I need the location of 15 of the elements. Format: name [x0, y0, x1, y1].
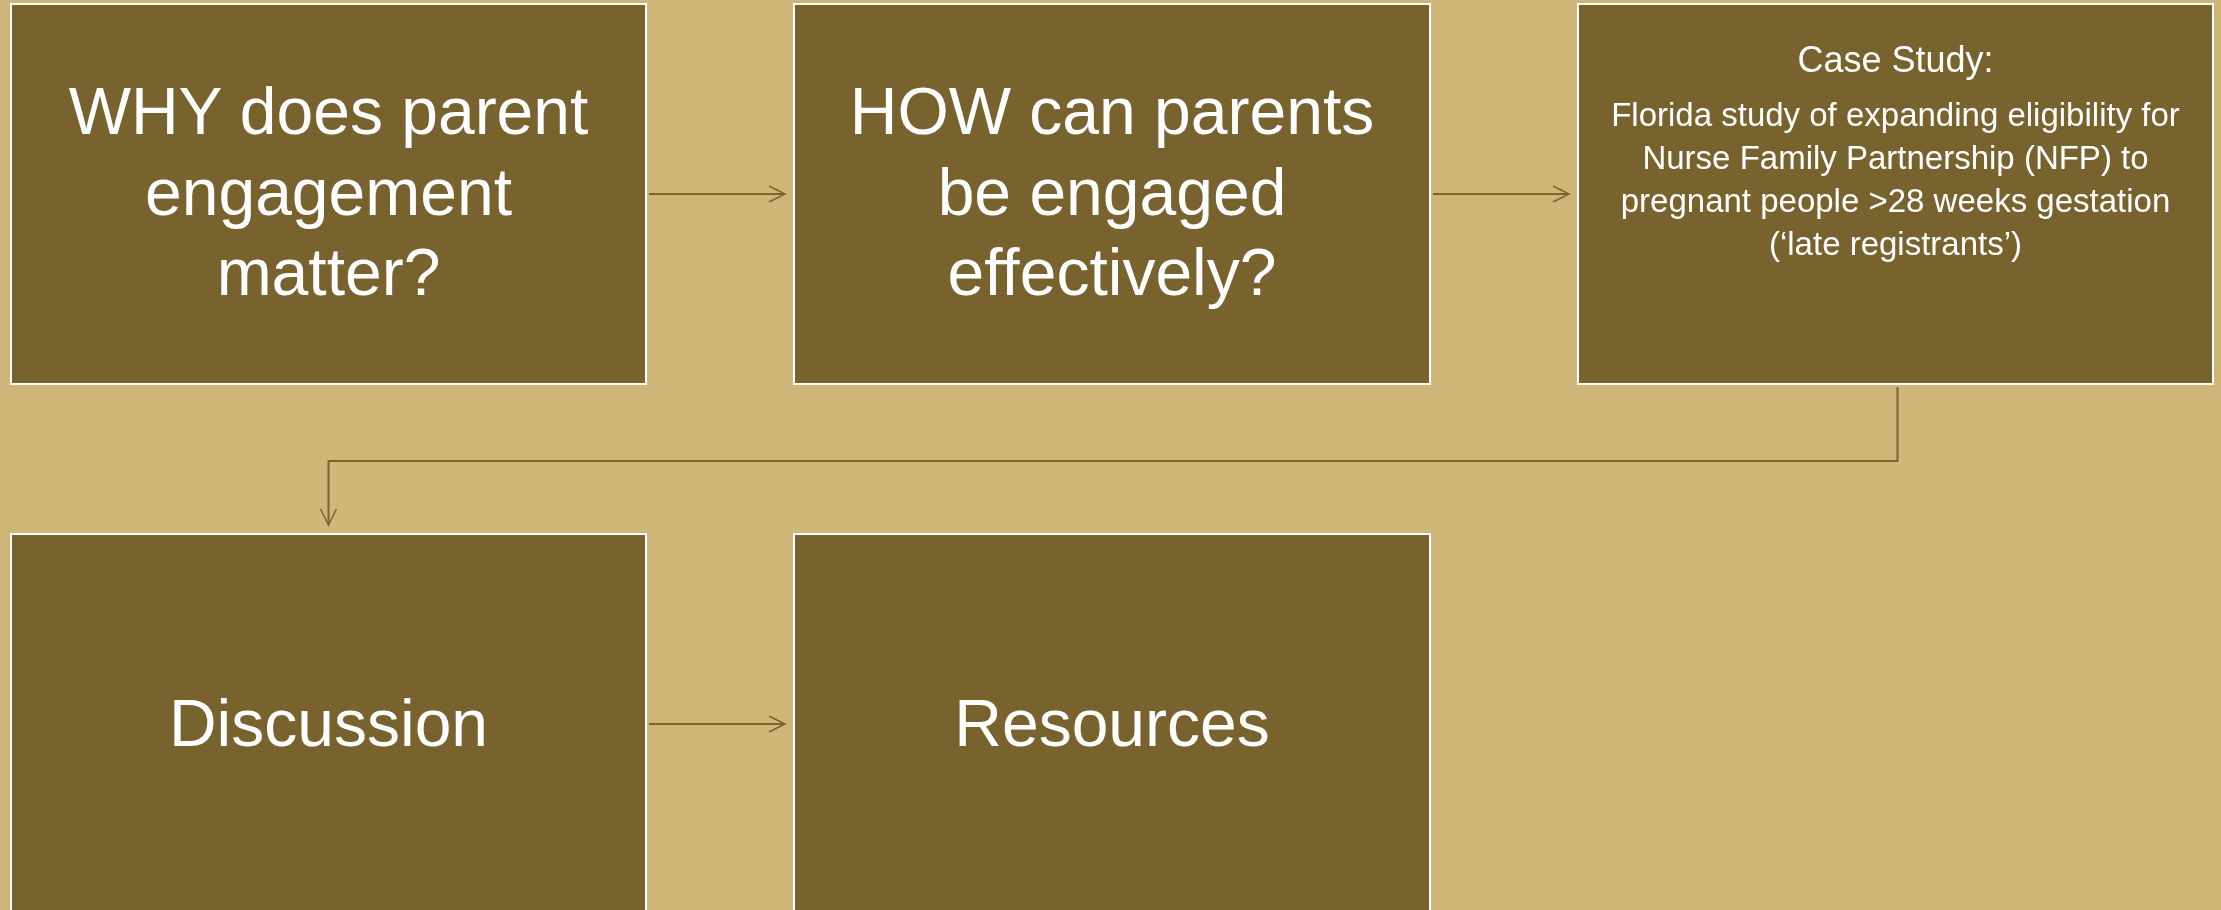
process-box: [10, 3, 647, 385]
arrow: [648, 715, 786, 733]
arrow: [319, 386, 1899, 526]
box-heading: Case Study:: [1797, 38, 1994, 82]
process-box: [1577, 3, 2214, 385]
process-box: [793, 533, 1431, 910]
arrow: [648, 185, 786, 203]
box-body: Florida study of expanding eligibility for Nurse Family Partnership (NFP) to pregnant people >28 weeks gestation (‘late registrants’): [1611, 95, 2180, 264]
box-label: Resources: [954, 685, 1270, 763]
arrow: [1432, 185, 1570, 203]
box-label: HOW can parents be engaged effectively?: [848, 73, 1376, 312]
process-box: [793, 3, 1431, 385]
box-label: Discussion: [168, 685, 489, 763]
process-box: [10, 533, 647, 910]
box-label: WHY does parent engagement matter?: [67, 73, 590, 312]
